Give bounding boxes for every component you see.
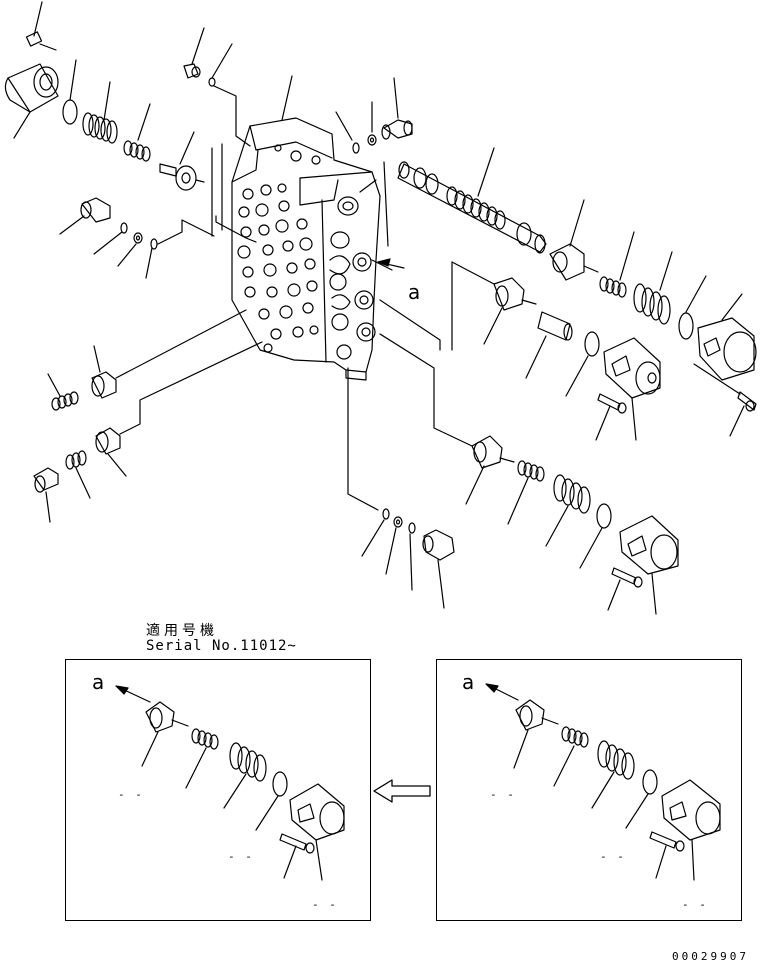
top-plug [183, 27, 251, 147]
ref-arrow-main [377, 258, 405, 269]
bottom-plug [347, 367, 455, 609]
top-left-flange-cover [4, 1, 59, 139]
inset-left-parts [115, 685, 345, 881]
top-left-spool-piston [159, 163, 205, 191]
main-spool [359, 147, 547, 254]
top-left-seal-stack [62, 59, 205, 191]
ref-letter-main: a [408, 280, 421, 304]
inset-left-note-3: - - [312, 898, 338, 911]
right-middle-piston-group [379, 261, 600, 397]
body-leader [281, 75, 293, 121]
inset-right-note-3: - - [682, 898, 708, 911]
serial-label: Serial No.11012~ [146, 638, 297, 654]
inset-left-note-1: - - [118, 788, 144, 801]
serial-label-jp: 適用号機 [146, 623, 218, 639]
document-number: 00029907 [672, 950, 749, 963]
left-plug [59, 143, 257, 279]
right-lower-piston-group [379, 333, 612, 569]
ref-letter-inset-right: a [462, 670, 475, 694]
inset-right-parts [485, 683, 721, 881]
inset-right-note-1: - - [490, 788, 516, 801]
right-upper-piston-group [549, 199, 707, 340]
valve-body [231, 117, 393, 381]
ref-letter-inset-left: a [92, 670, 105, 694]
inset-right-note-2: - - [600, 850, 626, 863]
right-lower-cap [607, 515, 679, 615]
right-upper-cap [693, 293, 757, 437]
body-ports [237, 183, 319, 353]
left-lower-sleeve [33, 341, 263, 523]
inset-panel-left [65, 659, 371, 921]
body-side-ports [329, 196, 376, 360]
inset-left-note-2: - - [228, 850, 254, 863]
left-middle-sleeve [47, 309, 247, 411]
right-middle-cap [595, 337, 661, 441]
top-right-plug [335, 77, 413, 154]
replacement-arrow [373, 779, 431, 803]
inset-panel-right [436, 659, 742, 921]
